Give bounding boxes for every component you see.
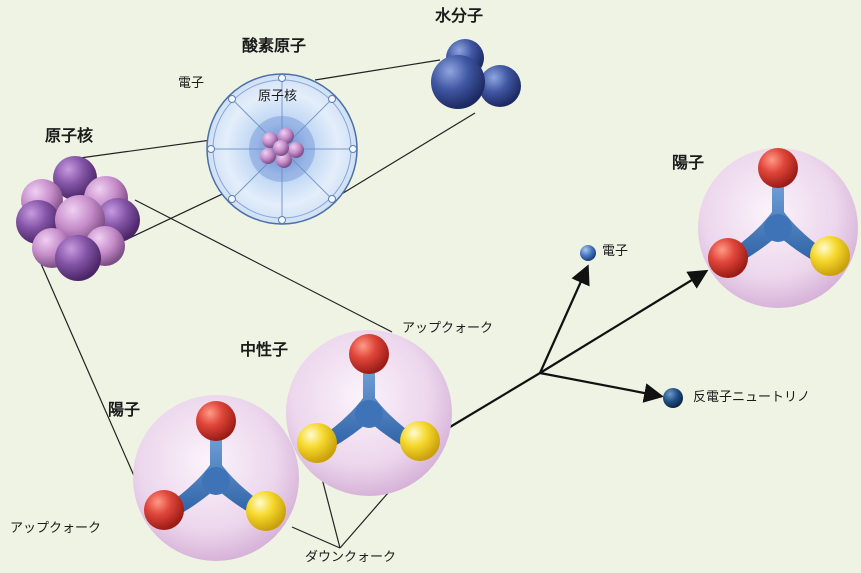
proton-top [698,148,858,308]
proton-left [133,395,299,561]
label-proton-left: 陽子 [108,400,141,419]
label-neutron: 中性子 [240,340,289,359]
label-nucleus: 原子核 [45,126,94,145]
arrow-to-antineutrino [539,371,664,403]
label-up-quark-neutron: アップクォーク [402,321,494,336]
electron-particle [580,245,596,261]
label-water-molecule: 水分子 [435,6,484,25]
label-antineutrino: 反電子ニュートリノ [693,390,811,405]
label-electron-decay: 電子 [602,244,629,259]
oxygen-atom [206,73,358,225]
label-nucleus-in-atom: 原子核 [258,89,298,104]
decay-arrows [444,264,709,431]
arrow-to-electron [538,264,590,374]
label-oxygen-atom: 酸素原子 [242,36,307,55]
nucleus-cluster [16,156,140,281]
decay-trunk [444,372,541,431]
water-molecule [431,39,521,109]
label-electron-in-atom: 電子 [178,76,205,91]
neutron-particle [286,330,452,496]
label-up-quark-proton: アップクォーク [10,521,102,536]
label-proton-top: 陽子 [672,153,705,172]
arrow-to-proton [539,269,709,374]
atom-nucleus-small [260,128,304,168]
label-down-quark: ダウンクォーク [305,550,397,565]
electron-dots [207,74,357,224]
antineutrino-particle [663,388,683,408]
